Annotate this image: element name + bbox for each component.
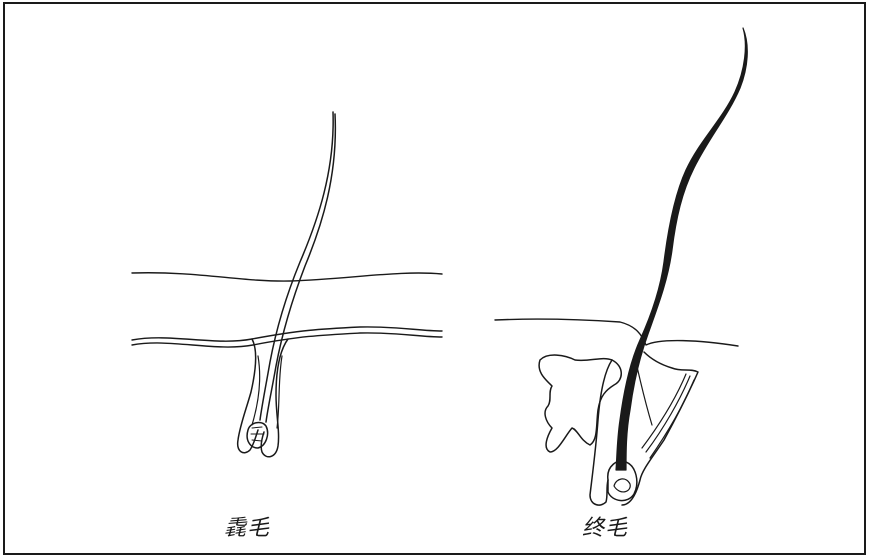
- vellus-follicle-right: [261, 339, 288, 457]
- terminal-hair-shaft: [616, 28, 747, 470]
- terminal-skin-surface: [495, 319, 738, 346]
- vellus-skin-surface: [132, 273, 442, 281]
- vellus-hair-bulb: [247, 423, 267, 448]
- vellus-hair-shaft-left: [260, 112, 333, 420]
- dermal-papilla: [614, 479, 630, 492]
- sebaceous-gland: [539, 355, 621, 452]
- vellus-follicle-left: [238, 339, 258, 453]
- terminal-hair-figure: [495, 28, 747, 505]
- terminal-follicle-inner: [636, 362, 652, 425]
- terminal-hair-caption: 终毛: [582, 510, 628, 542]
- vellus-hair-caption: 毳毛: [224, 510, 270, 542]
- vellus-hair-figure: [132, 112, 442, 457]
